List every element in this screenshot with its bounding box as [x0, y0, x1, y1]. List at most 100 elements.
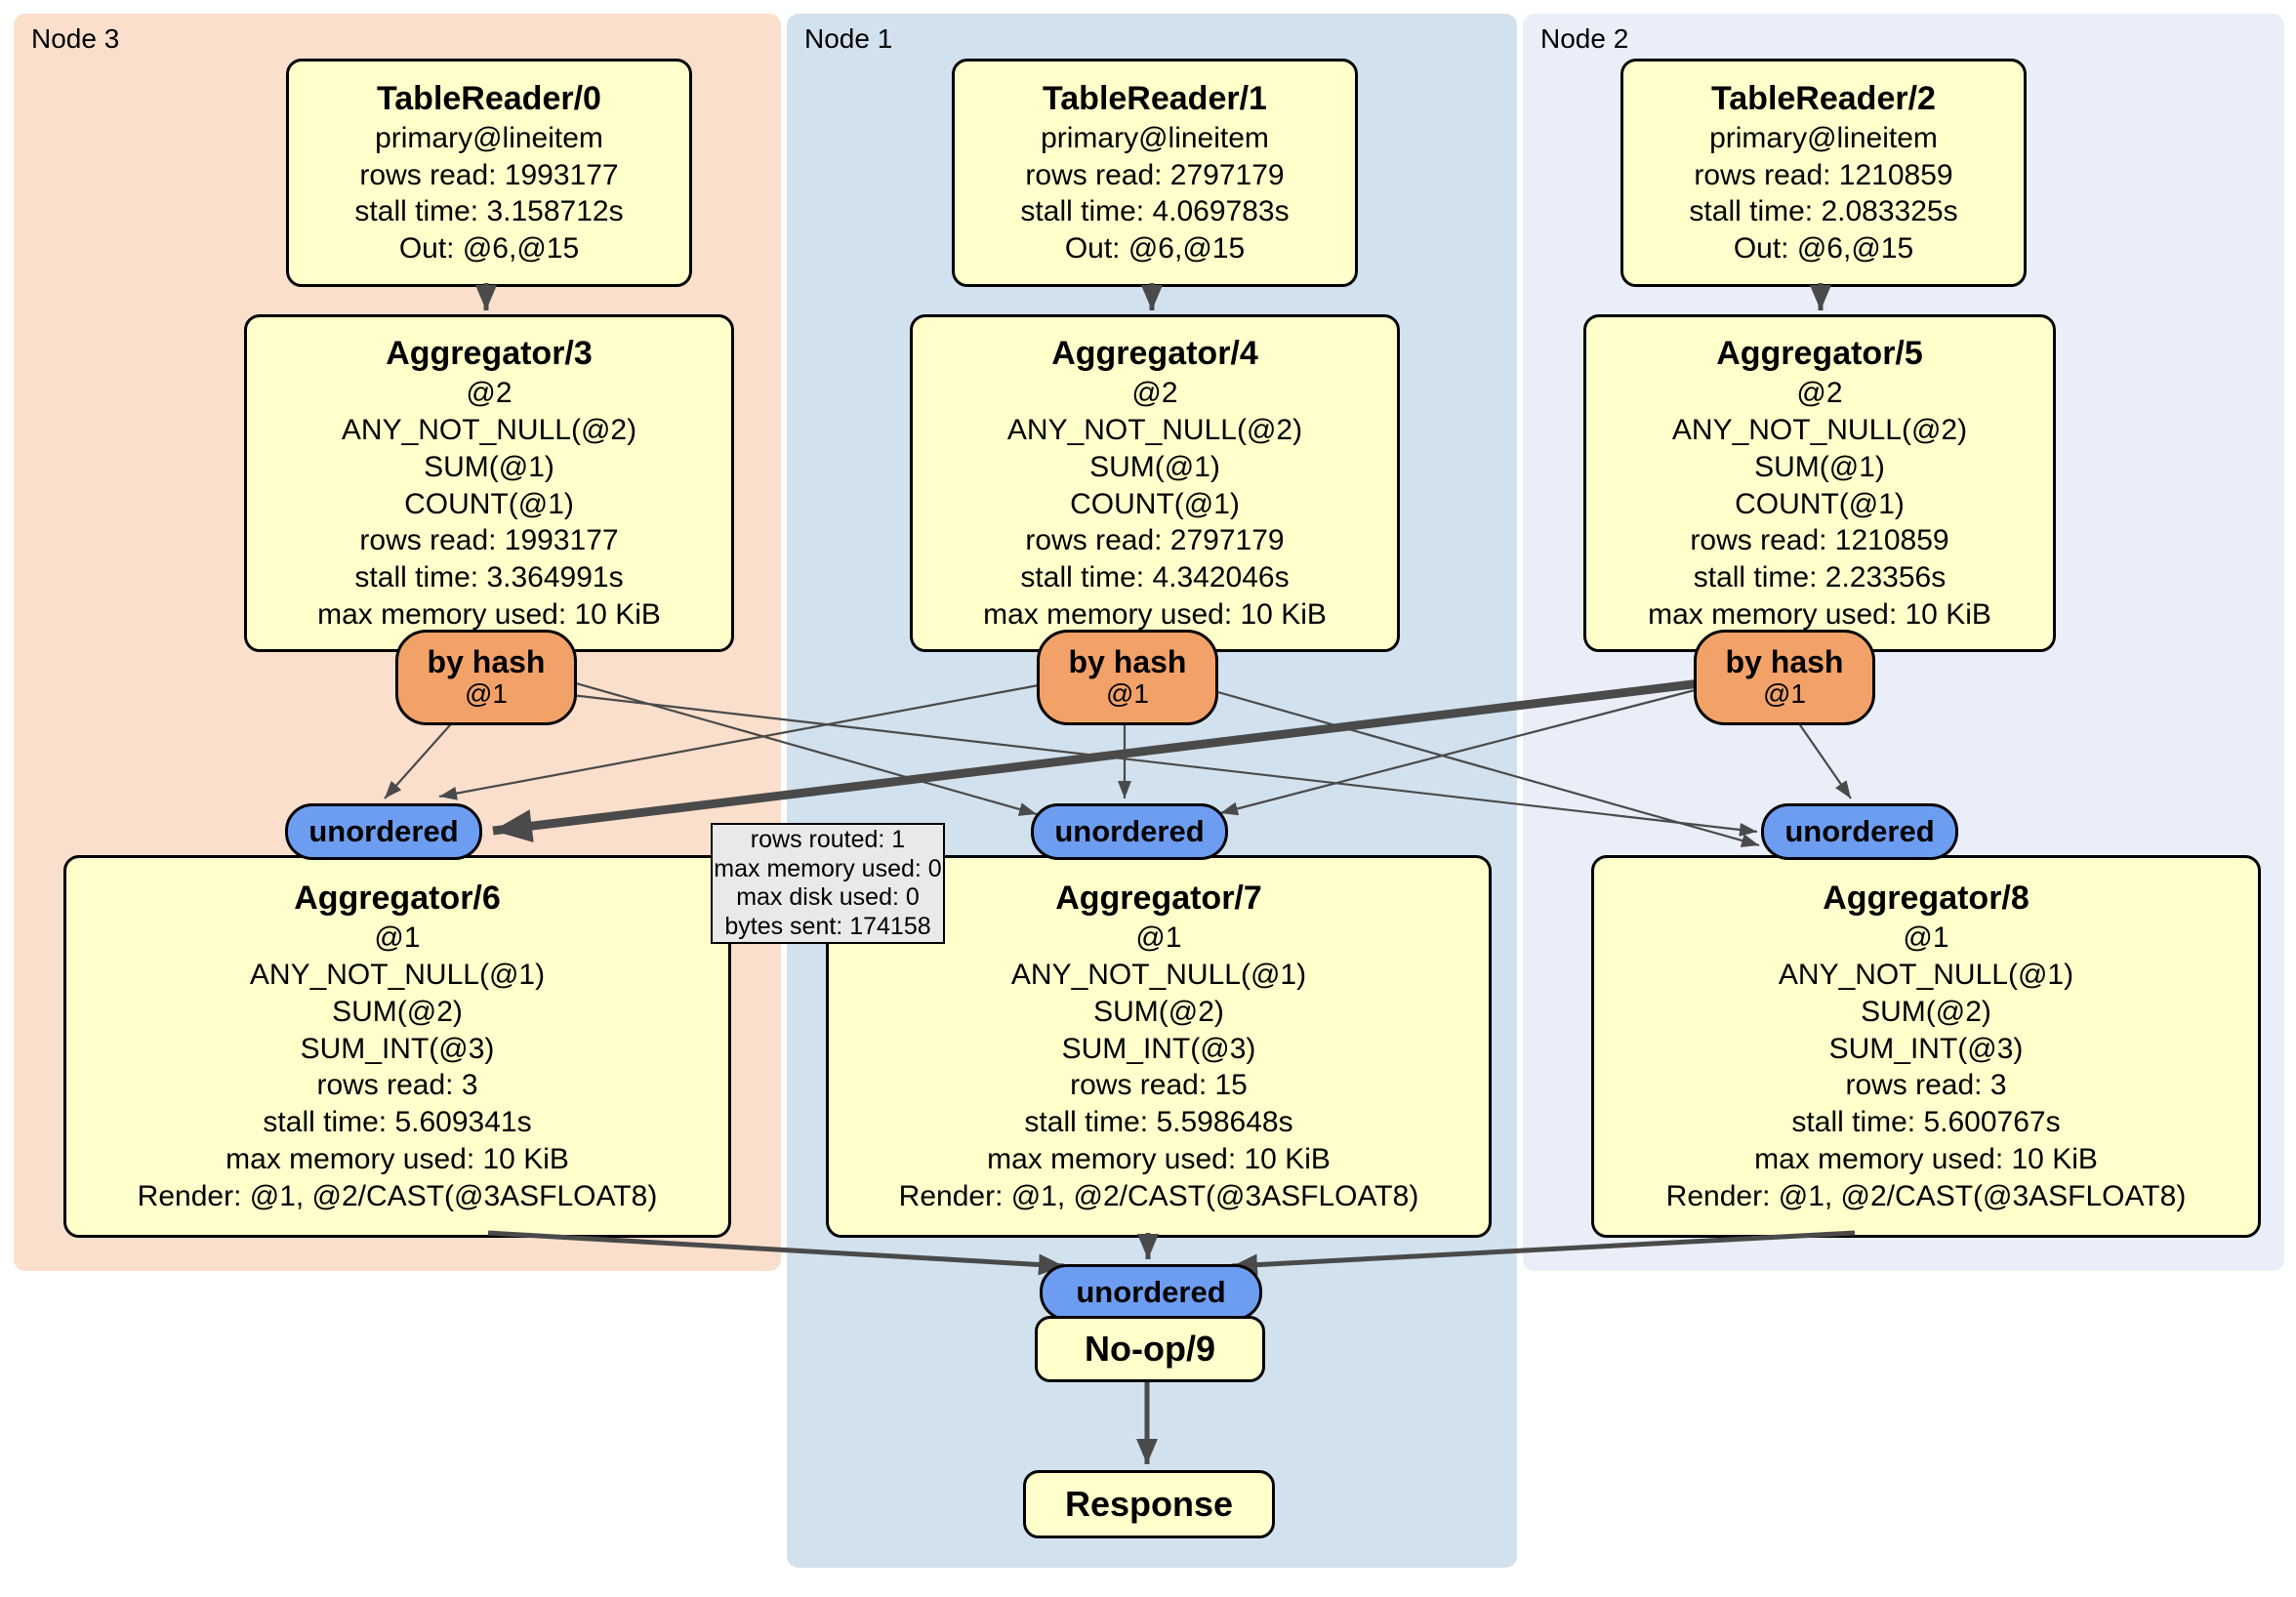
node-detail: rows read: 1993177: [359, 524, 619, 557]
sync-unordered-node1[interactable]: unordered: [1031, 803, 1228, 860]
node-detail: rows read: 3: [1845, 1069, 2007, 1102]
node-detail: SUM_INT(@3): [300, 1032, 495, 1065]
node-detail: stall time: 5.609341s: [263, 1106, 532, 1139]
node-detail: max memory used: 10 KiB: [226, 1143, 569, 1175]
node-detail: stall time: 3.364991s: [354, 561, 624, 594]
node-title: TableReader/1: [1043, 79, 1267, 117]
node-title: No-op/9: [1085, 1329, 1215, 1370]
node-title: Aggregator/6: [294, 880, 501, 918]
node-box-aggregator-7[interactable]: Aggregator/7 @1 ANY_NOT_NULL(@1) SUM(@2)…: [826, 855, 1492, 1238]
node-box-aggregator-5[interactable]: Aggregator/5 @2 ANY_NOT_NULL(@2) SUM(@1)…: [1583, 314, 2056, 652]
node-detail: rows read: 1210859: [1694, 158, 1953, 191]
node-detail: COUNT(@1): [1070, 487, 1240, 520]
node-detail: SUM(@1): [1089, 450, 1220, 483]
node-detail: @1: [1903, 921, 1949, 955]
tooltip-line: bytes sent: 174158: [724, 912, 931, 940]
sync-unordered-node2[interactable]: unordered: [1761, 803, 1958, 860]
node-box-tablereader-1[interactable]: TableReader/1 primary@lineitem rows read…: [952, 59, 1358, 287]
node-detail: Out: @6,@15: [1064, 232, 1246, 266]
node-box-tablereader-2[interactable]: TableReader/2 primary@lineitem rows read…: [1620, 59, 2027, 287]
node-detail: @2: [1131, 377, 1178, 410]
node-detail: ANY_NOT_NULL(@1): [1778, 959, 2074, 992]
node-detail: rows read: 15: [1070, 1069, 1248, 1102]
router-by-hash-node3[interactable]: by hash @1: [395, 630, 577, 725]
node-detail: SUM_INT(@3): [1828, 1032, 2024, 1065]
node-box-aggregator-3[interactable]: Aggregator/3 @2 ANY_NOT_NULL(@2) SUM(@1)…: [244, 314, 734, 652]
node-detail: stall time: 2.083325s: [1689, 195, 1958, 228]
node-detail: SUM(@1): [424, 450, 554, 483]
node-detail: SUM_INT(@3): [1061, 1032, 1256, 1065]
sync-label: unordered: [1784, 813, 1935, 848]
router-by-hash-node1[interactable]: by hash @1: [1037, 630, 1218, 725]
sync-unordered-final[interactable]: unordered: [1040, 1264, 1262, 1321]
node-title: Aggregator/8: [1823, 880, 2030, 918]
node-detail: SUM(@2): [1093, 995, 1224, 1028]
router-label: by hash: [427, 644, 546, 679]
node-detail: rows read: 1993177: [359, 158, 619, 191]
node-detail: ANY_NOT_NULL(@2): [1006, 413, 1303, 446]
router-by-hash-node2[interactable]: by hash @1: [1694, 630, 1875, 725]
node-detail: rows read: 2797179: [1025, 524, 1285, 557]
node-detail: rows read: 3: [316, 1069, 478, 1102]
node-detail: stall time: 3.158712s: [354, 195, 624, 228]
sync-label: unordered: [1076, 1274, 1226, 1309]
node-detail: primary@lineitem: [1709, 121, 1938, 154]
node-detail: Render: @1, @2/CAST(@3ASFLOAT8): [137, 1179, 658, 1212]
node-box-aggregator-8[interactable]: Aggregator/8 @1 ANY_NOT_NULL(@1) SUM(@2)…: [1591, 855, 2261, 1238]
router-columns: @1: [1106, 678, 1149, 710]
panel-label: Node 2: [1540, 23, 1629, 54]
node-detail: ANY_NOT_NULL(@1): [249, 959, 546, 992]
node-detail: primary@lineitem: [375, 121, 603, 154]
node-detail: ANY_NOT_NULL(@1): [1010, 959, 1307, 992]
node-detail: @1: [1135, 921, 1182, 955]
node-box-aggregator-4[interactable]: Aggregator/4 @2 ANY_NOT_NULL(@2) SUM(@1)…: [910, 314, 1400, 652]
node-detail: Out: @6,@15: [398, 232, 580, 266]
node-box-response[interactable]: Response: [1023, 1470, 1275, 1538]
node-box-tablereader-0[interactable]: TableReader/0 primary@lineitem rows read…: [286, 59, 692, 287]
node-title: Aggregator/7: [1055, 880, 1262, 918]
router-label: by hash: [1725, 644, 1844, 679]
node-detail: COUNT(@1): [1735, 487, 1905, 520]
panel-label: Node 1: [804, 23, 893, 54]
node-detail: max memory used: 10 KiB: [317, 597, 661, 631]
node-detail: Render: @1, @2/CAST(@3ASFLOAT8): [1665, 1179, 2187, 1212]
tooltip-line: max disk used: 0: [736, 883, 920, 911]
node-detail: max memory used: 10 KiB: [987, 1143, 1331, 1175]
node-title: TableReader/2: [1711, 79, 1936, 117]
node-detail: ANY_NOT_NULL(@2): [341, 413, 637, 446]
node-detail: stall time: 5.600767s: [1791, 1106, 2061, 1139]
router-columns: @1: [1763, 678, 1806, 710]
tooltip-line: rows routed: 1: [750, 826, 906, 853]
sync-unordered-node3[interactable]: unordered: [285, 803, 482, 860]
node-detail: stall time: 2.23356s: [1693, 561, 1947, 594]
sync-label: unordered: [308, 813, 459, 848]
edge-stats-tooltip: rows routed: 1 max memory used: 0 max di…: [711, 823, 945, 944]
node-box-noop-9[interactable]: No-op/9: [1035, 1316, 1265, 1382]
node-detail: SUM(@2): [332, 995, 463, 1028]
node-detail: @1: [374, 921, 421, 955]
node-detail: rows read: 1210859: [1690, 524, 1949, 557]
node-title: Response: [1064, 1484, 1234, 1525]
node-detail: SUM(@1): [1754, 450, 1885, 483]
node-detail: stall time: 4.342046s: [1020, 561, 1290, 594]
router-columns: @1: [465, 678, 508, 710]
node-detail: @2: [1796, 377, 1843, 410]
node-detail: Out: @6,@15: [1733, 232, 1914, 266]
node-box-aggregator-6[interactable]: Aggregator/6 @1 ANY_NOT_NULL(@1) SUM(@2)…: [63, 855, 731, 1238]
sync-label: unordered: [1054, 813, 1205, 848]
node-detail: ANY_NOT_NULL(@2): [1671, 413, 1968, 446]
node-title: Aggregator/4: [1051, 335, 1258, 373]
node-title: Aggregator/3: [386, 335, 593, 373]
node-detail: primary@lineitem: [1041, 121, 1269, 154]
node-detail: Render: @1, @2/CAST(@3ASFLOAT8): [898, 1179, 1419, 1212]
node-detail: rows read: 2797179: [1025, 158, 1285, 191]
panel-label: Node 3: [31, 23, 120, 54]
node-detail: SUM(@2): [1861, 995, 1991, 1028]
tooltip-line: max memory used: 0: [714, 854, 942, 882]
node-detail: stall time: 5.598648s: [1024, 1106, 1293, 1139]
node-detail: @2: [466, 377, 512, 410]
node-detail: max memory used: 10 KiB: [983, 597, 1327, 631]
node-title: TableReader/0: [377, 79, 601, 117]
router-label: by hash: [1068, 644, 1187, 679]
